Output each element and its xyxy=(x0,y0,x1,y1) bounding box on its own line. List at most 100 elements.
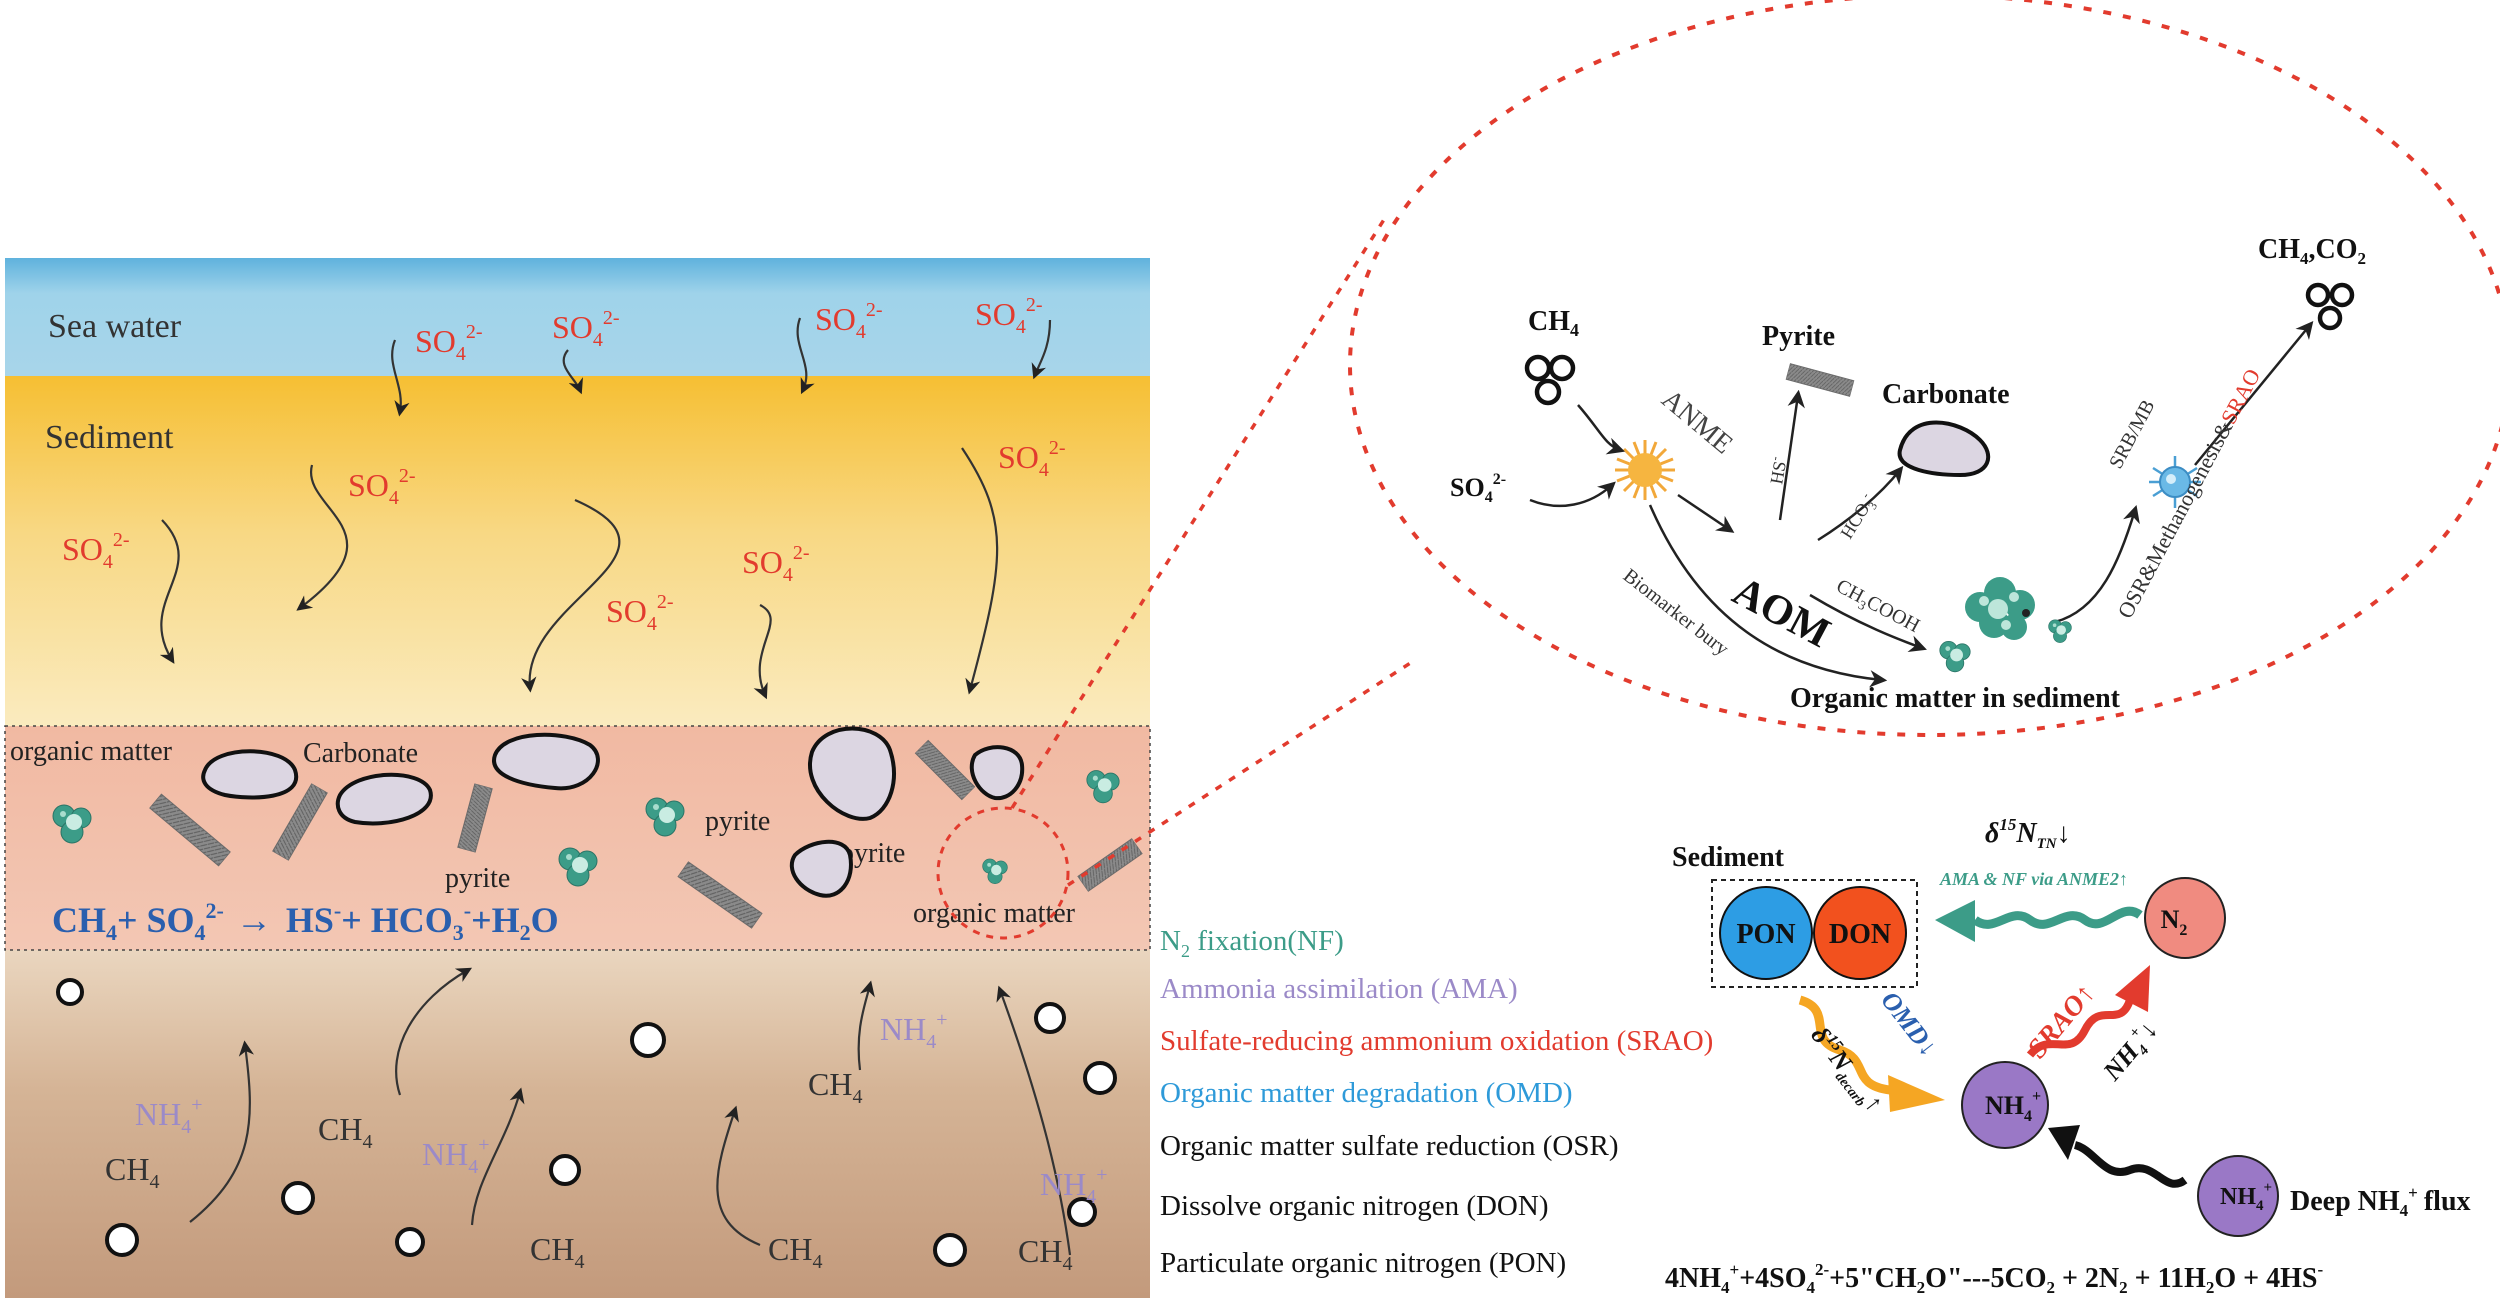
omd-label: OMD↓ xyxy=(1875,986,1943,1062)
anme-microbe xyxy=(1615,440,1675,500)
zoom-circle xyxy=(936,806,1070,940)
ch4-to-anme-arrow xyxy=(1577,404,1625,455)
biomarker-arrow xyxy=(1648,504,1888,688)
deep-species-labels: NH4+ NH4+ NH4+ NH4+ CH4 CH4 CH4 CH4 CH4 … xyxy=(105,1009,1108,1275)
bubble xyxy=(549,1154,581,1186)
so4-label: SO42- xyxy=(975,294,1043,338)
carbonate-nodule xyxy=(789,839,853,898)
ch4-label: CH4 xyxy=(768,1231,822,1273)
sulfate-labels: SO42- SO42- SO42- SO42- SO42- SO42- SO42… xyxy=(62,294,1066,635)
nf-arrowhead xyxy=(1935,900,1975,942)
deep-flux-label: Deep NH4+flux xyxy=(2290,1183,2471,1220)
ch4-bubbles xyxy=(1524,354,1576,406)
nf-wave-arrow xyxy=(1972,906,2143,929)
ch4-label: CH4 xyxy=(318,1111,372,1153)
bubble xyxy=(395,1227,425,1257)
flux-arrow xyxy=(796,317,815,395)
nh4-label: NH4+ xyxy=(880,1009,948,1053)
so4-label: SO42- xyxy=(552,307,620,351)
zoom-carbonate-label: Carbonate xyxy=(1882,379,2010,410)
pon-circle xyxy=(1719,886,1813,980)
n2-label: N2 xyxy=(2161,905,2188,939)
bubble xyxy=(281,1181,315,1215)
srb-label: SRB/MB xyxy=(2105,396,2159,472)
zoom-connector xyxy=(1010,217,1387,809)
zoom-pyrite-rod xyxy=(1785,363,1855,397)
anme-to-aom-arrow xyxy=(1677,493,1735,533)
carbonate-nodule xyxy=(335,772,433,826)
srao-reaction: 4NH4++4SO42-+5"CH2O"---5CO2 + 2N2 + 11H2… xyxy=(1665,1260,2323,1297)
bubble xyxy=(1083,1061,1117,1095)
delta-tn-label: δ15NTN↓ xyxy=(1985,815,2071,852)
product-bubbles xyxy=(2305,282,2355,331)
products-label: CH4,CO2 xyxy=(2258,234,2366,268)
deep-nh4-circle xyxy=(2197,1155,2279,1237)
flux-arrow xyxy=(521,498,621,693)
so4-label: SO42- xyxy=(815,299,883,343)
zoom-connectors xyxy=(1010,217,1416,887)
carbonate-nodule xyxy=(201,749,299,800)
sulfate-flux-arrows xyxy=(159,317,1052,700)
aom-to-organic-arrow xyxy=(1809,593,1927,653)
flux-arrow xyxy=(470,1087,525,1226)
organic-matter-label: organic matter xyxy=(913,898,1076,929)
flux-arrow xyxy=(395,967,473,1096)
nh4-label: NH4+ xyxy=(422,1134,490,1178)
flux-arrow xyxy=(391,339,410,417)
ch4-label: CH4 xyxy=(808,1066,862,1108)
don-circle xyxy=(1813,886,1907,980)
so4-label: SO42- xyxy=(998,437,1066,481)
bubble xyxy=(105,1223,139,1257)
flux-arrow xyxy=(1031,319,1052,380)
bubble xyxy=(1067,1197,1097,1227)
n-sediment-label: Sediment xyxy=(1672,842,1785,873)
legend: N2 fixation(NF) Ammonia assimilation (AM… xyxy=(1160,925,1860,1295)
ch4-label: CH4 xyxy=(105,1151,159,1193)
sediment-label: Sediment xyxy=(45,419,174,456)
nh4-decrease-label: NH4+↓ xyxy=(2096,1014,2166,1089)
flux-arrow xyxy=(753,604,772,700)
ama-nf-label: AMA & NF via ANME2↑ xyxy=(1939,869,2128,889)
reaction-zone-box xyxy=(4,725,1151,951)
aom-equation: CH4+ SO42-→HS-+ HCO3-+H2O xyxy=(52,898,559,945)
aom-label: AOM xyxy=(1725,568,1837,657)
pyrite-label: pyrite xyxy=(705,806,770,837)
aom-to-carbonate-arrow xyxy=(1817,465,1904,542)
pyrite-label: pyrite xyxy=(445,863,510,894)
zoom-so4-label: SO42- xyxy=(1450,471,1506,506)
legend-osr: Organic matter sulfate reduction (OSR) xyxy=(1160,1130,1619,1162)
biomarker-label: Biomarker bury xyxy=(1619,565,1733,661)
zoom-ch4-label: CH4 xyxy=(1528,306,1579,340)
flux-arrow xyxy=(961,447,999,695)
don-label: DON xyxy=(1829,919,1891,950)
carbonate-nodules xyxy=(201,726,1025,898)
zoom-ellipse xyxy=(1348,0,2500,737)
srb-microbe xyxy=(2149,456,2201,508)
srao-wave-arrow xyxy=(2026,998,2134,1058)
so4-label: SO42- xyxy=(348,465,416,509)
srb-to-products-arrow xyxy=(2194,320,2314,466)
flux-arrow xyxy=(857,980,875,1071)
flux-arrow xyxy=(159,519,180,664)
deep-flux-arrowhead xyxy=(2048,1125,2080,1160)
zoom-panel: CH4 SO42- ANME AOM Pyrit xyxy=(1348,0,2500,737)
zoom-carbonate xyxy=(1897,420,1991,478)
omd-arrowhead xyxy=(1888,1075,1945,1112)
microbe-cluster xyxy=(2048,619,2072,643)
legend-srao: Sulfate-reducing ammonium oxidation (SRA… xyxy=(1160,1025,1714,1057)
so4-label: SO42- xyxy=(62,529,130,573)
nh4-label: NH4+ xyxy=(135,1094,203,1138)
carbonate-nodule xyxy=(969,745,1025,801)
sea-water-label: Sea water xyxy=(48,308,182,345)
nh4-circle xyxy=(1961,1061,2049,1149)
flux-arrow xyxy=(189,1040,255,1223)
deep-flux-wave-arrow xyxy=(2073,1141,2188,1188)
nh4-label: NH4+ xyxy=(1040,1164,1108,1208)
legend-don: Dissolve organic nitrogen (DON) xyxy=(1160,1190,1549,1222)
legend-ama: Ammonia assimilation (AMA) xyxy=(1160,973,1518,1005)
so4-label: SO42- xyxy=(742,542,810,586)
zoom-connector xyxy=(1067,658,1416,887)
methane-bubbles xyxy=(56,978,1117,1267)
sediment-layer xyxy=(5,376,1150,726)
ch4-label: CH4 xyxy=(530,1231,584,1273)
